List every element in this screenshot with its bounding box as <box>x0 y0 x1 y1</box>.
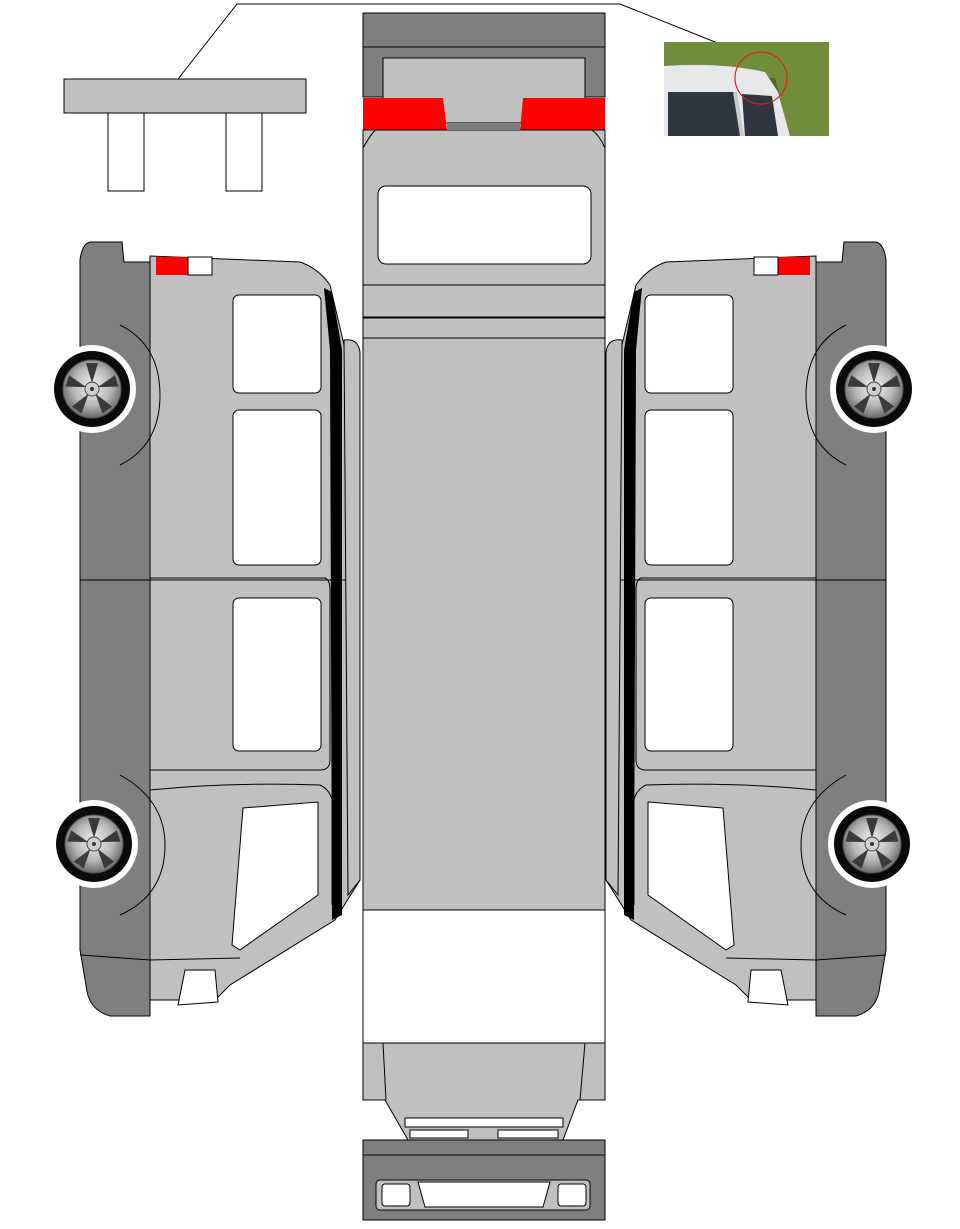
reference-photo <box>664 42 829 137</box>
front-face <box>362 1139 606 1221</box>
roof-panel <box>362 317 606 911</box>
highlight-circle <box>734 51 788 105</box>
right-side-panel <box>606 242 918 1016</box>
center-strip <box>362 12 606 1221</box>
left-side-panel <box>48 242 360 1016</box>
windshield-area <box>362 909 606 1044</box>
roof-spoiler-part <box>63 3 746 192</box>
